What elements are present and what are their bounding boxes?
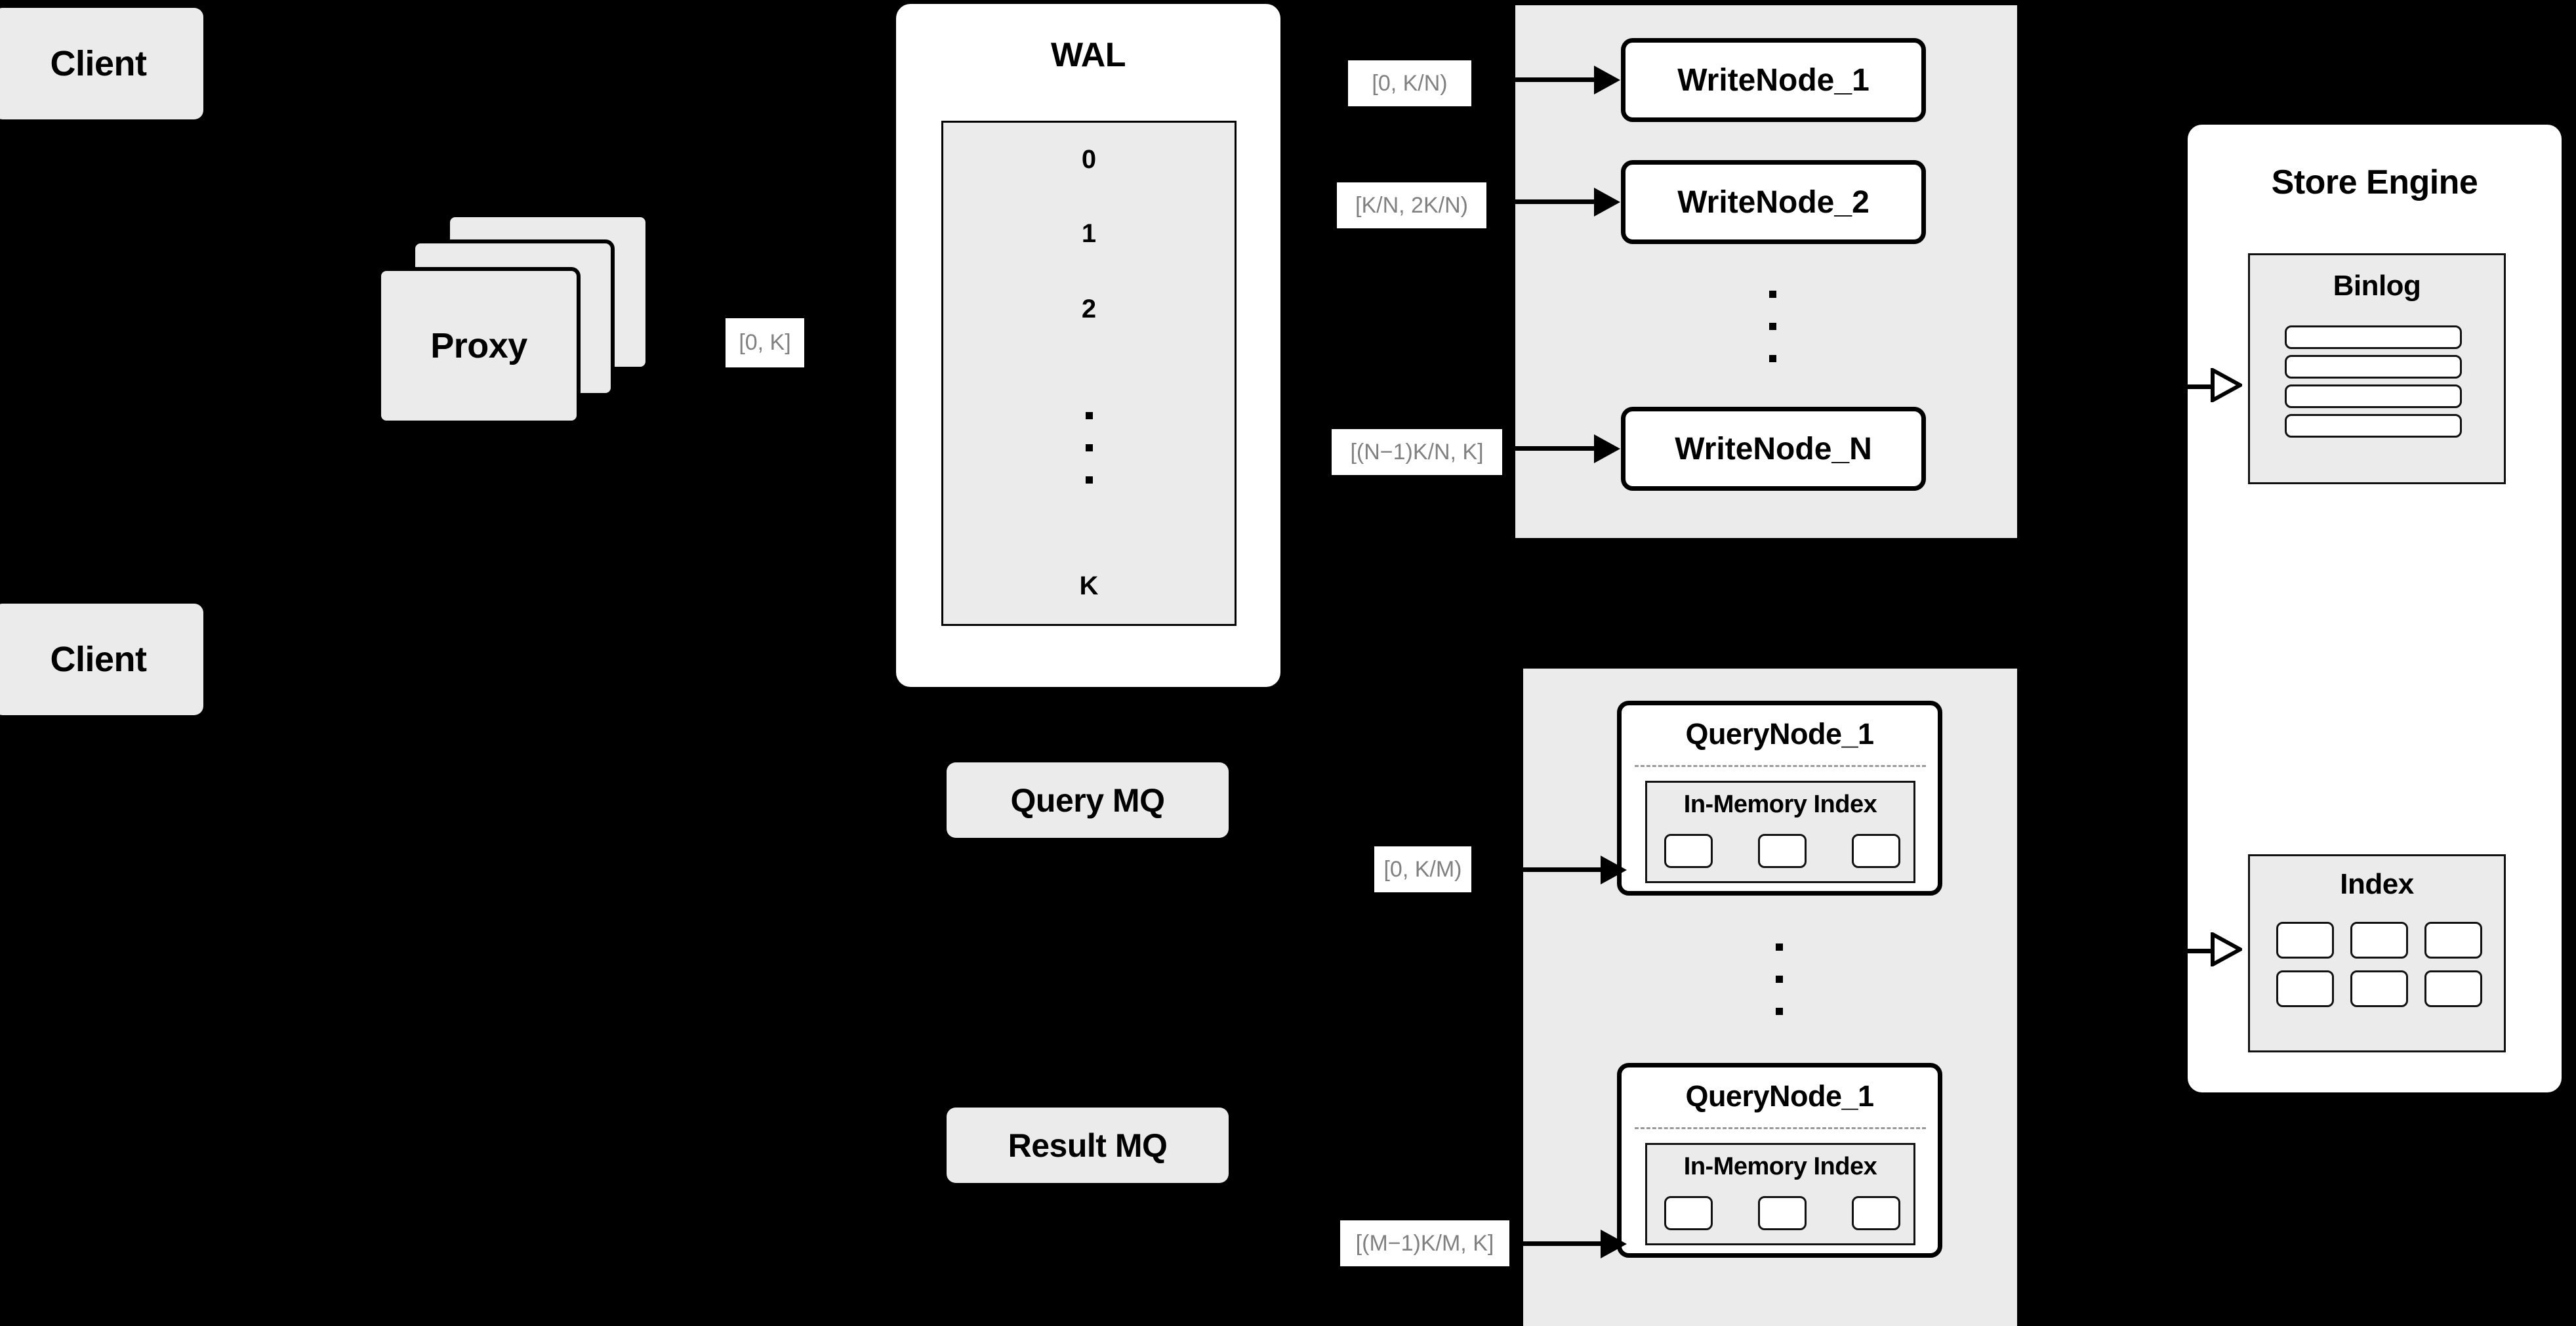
index-slot [1664,834,1713,868]
query-range-text-1: [0, K/M) [1383,856,1462,882]
query-node-1-index-slots [1664,834,1900,872]
query-range-label-2: [(M−1)K/M, K] [1340,1220,1509,1266]
write-range-label-n: [(N−1)K/N, K] [1332,429,1502,475]
write-range-label-2: [K/N, 2K/N) [1337,182,1486,228]
store-index-slot [2276,970,2334,1007]
query-range-label-1: [0, K/M) [1374,846,1471,892]
write-node-1[interactable]: WriteNode_1 [1621,38,1926,122]
store-index-panel: Index [2248,854,2506,1052]
query-node-1-index-title: In-Memory Index [1683,791,1877,818]
wal-row-0: 0 [941,121,1237,198]
write-ellipsis-dot-2 [1768,323,1776,330]
wal-row-2-label: 2 [1081,295,1097,323]
wal-row-0-label: 0 [1081,144,1097,174]
query-arrow-line-1 [1515,867,1602,872]
write-group-ellipsis [1753,266,1792,387]
index-slot [1852,834,1900,868]
write-node-n-label: WriteNode_N [1675,431,1872,466]
write-arrow-line-1 [1509,77,1595,82]
write-node-1-label: WriteNode_1 [1677,62,1870,98]
proxy-label: Proxy [430,326,527,365]
query-node-2-index-title: In-Memory Index [1683,1153,1877,1180]
store-index-arrow-line [2181,949,2213,953]
query-node-1[interactable]: QueryNode_1 In-Memory Index [1617,701,1942,896]
index-slot [1852,1196,1900,1230]
write-ellipsis-dot-3 [1768,355,1776,362]
query-range-text-2: [(M−1)K/M, K] [1355,1230,1494,1256]
wal-title: WAL [1050,36,1126,74]
store-engine-title: Store Engine [2271,163,2478,201]
query-mq-label: Query MQ [1010,781,1165,819]
query-mq-box[interactable]: Query MQ [947,762,1229,838]
query-ellipsis-dot-2 [1775,976,1783,983]
write-node-2-label: WriteNode_2 [1677,184,1870,220]
client-box-2[interactable]: Client [0,604,203,715]
wal-ellipsis-dot-2 [1085,444,1093,451]
wal-container: WAL 0 1 2 K [896,4,1280,687]
client-label-1: Client [50,44,147,83]
query-node-2-title: QueryNode_1 [1685,1079,1874,1113]
index-slot [1664,1196,1713,1230]
write-node-n[interactable]: WriteNode_N [1621,407,1926,491]
query-ellipsis-dot-1 [1775,943,1783,951]
wal-row-ellipsis [941,347,1237,550]
store-engine-container: Store Engine Binlog Index [2188,125,2562,1092]
query-node-2-index-panel: In-Memory Index [1645,1143,1915,1245]
write-node-2[interactable]: WriteNode_2 [1621,160,1926,244]
binlog-slot [2285,325,2462,349]
store-index-slot [2276,922,2334,959]
wal-ellipsis-dot-1 [1085,412,1093,419]
query-arrow-line-2 [1515,1241,1602,1246]
binlog-slot [2285,355,2462,379]
proxy-stack[interactable]: Proxy [377,213,672,430]
query-node-1-index-panel: In-Memory Index [1645,781,1915,883]
query-group-ellipsis [1759,919,1799,1040]
store-binlog-arrow-line [2181,384,2213,389]
binlog-panel: Binlog [2248,253,2506,484]
store-index-slot [2350,970,2408,1007]
store-index-title: Index [2340,868,2414,900]
proxy-card-front[interactable]: Proxy [377,267,581,425]
write-arrow-line-n [1509,446,1595,451]
write-range-text-n: [(N−1)K/N, K] [1350,439,1484,465]
write-arrow-head-2 [1594,188,1620,217]
proxy-range-label: [0, K] [726,318,804,367]
query-node-2-index-slots [1664,1196,1900,1234]
store-index-slot [2424,922,2482,959]
write-arrow-head-n [1594,434,1620,463]
proxy-range-text: [0, K] [739,330,791,355]
binlog-slot [2285,384,2462,408]
query-arrow-head-1 [1601,856,1627,884]
store-index-slot [2350,922,2408,959]
result-mq-box[interactable]: Result MQ [947,1108,1229,1183]
client-box-1[interactable]: Client [0,8,203,119]
index-slot [1758,834,1807,868]
write-arrow-line-2 [1509,199,1595,204]
query-node-2-divider [1635,1127,1926,1129]
query-ellipsis-dot-3 [1775,1008,1783,1015]
query-arrow-head-2 [1601,1230,1627,1258]
wal-row-1-label: 1 [1081,219,1097,248]
binlog-title: Binlog [2333,270,2421,302]
write-range-label-1: [0, K/N) [1348,60,1471,106]
write-ellipsis-dot-1 [1768,291,1776,298]
wal-ellipsis-dot-3 [1085,476,1093,484]
write-range-text-1: [0, K/N) [1372,70,1448,96]
result-mq-label: Result MQ [1008,1127,1168,1164]
binlog-slot [2285,414,2462,438]
client-label-2: Client [50,640,147,679]
binlog-slot-list [2285,325,2462,457]
query-node-1-title: QueryNode_1 [1685,717,1874,751]
wal-row-k: K [941,549,1237,626]
query-node-1-divider [1635,765,1926,767]
write-arrow-head-1 [1594,66,1620,94]
store-index-slot-grid [2276,922,2485,1020]
wal-row-k-label: K [1079,571,1099,600]
write-range-text-2: [K/N, 2K/N) [1355,192,1468,218]
wal-row-2: 2 [941,272,1237,349]
wal-row-1: 1 [941,196,1237,274]
store-index-slot [2424,970,2482,1007]
query-node-2[interactable]: QueryNode_1 In-Memory Index [1617,1063,1942,1258]
index-slot [1758,1196,1807,1230]
